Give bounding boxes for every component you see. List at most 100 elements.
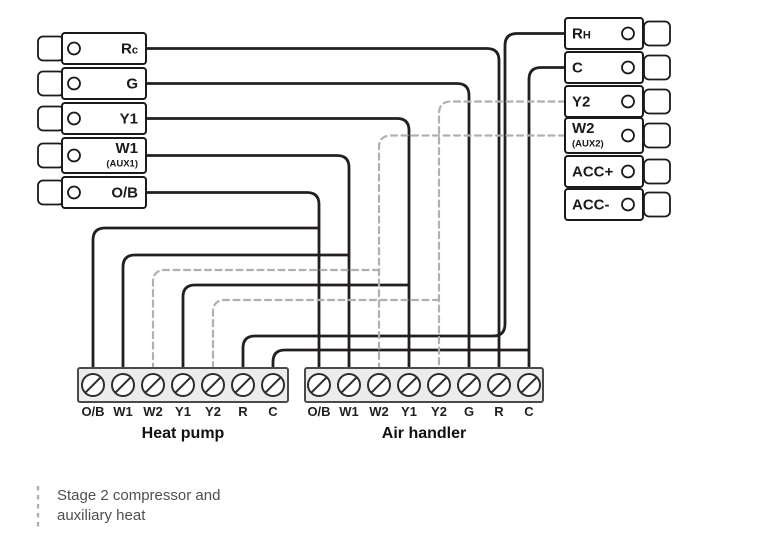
terminal-label: G — [126, 76, 138, 93]
screw-hole-icon — [621, 60, 635, 75]
terminal-box — [61, 102, 147, 135]
wire-connector-tab — [37, 105, 65, 132]
wire-connector-tab — [643, 20, 671, 47]
screw-terminal — [201, 373, 225, 397]
strip-terminal-label: R — [238, 404, 248, 419]
terminal-rh: RH — [564, 17, 671, 50]
screw-hole-icon — [621, 197, 635, 212]
terminal-ob: O/B — [37, 176, 147, 209]
terminal-sublabel: (AUX1) — [106, 159, 138, 170]
strip-terminal-label: C — [268, 404, 278, 419]
terminal-w1-aux1: W1 (AUX1) — [37, 137, 147, 174]
terminal-sublabel: (AUX2) — [572, 139, 604, 150]
screw-terminal — [457, 373, 481, 397]
wire-connector-tab — [37, 179, 65, 206]
wire-w2-dashed — [151, 134, 567, 370]
terminal-box — [61, 137, 147, 174]
wire-y2-dashed — [211, 100, 567, 370]
wires — [91, 32, 567, 370]
wire-rc — [144, 47, 501, 370]
heat-pump-title: Heat pump — [142, 425, 225, 442]
terminal-acc-plus: ACC+ — [564, 155, 671, 188]
strip-terminal-label: Y1 — [175, 404, 191, 419]
wire-connector-tab — [643, 88, 671, 115]
screw-terminal — [81, 373, 105, 397]
screw-terminal — [307, 373, 331, 397]
strip-terminal-label: O/B — [81, 404, 104, 419]
screw-hole-icon — [67, 185, 81, 200]
terminal-c: C — [564, 51, 671, 84]
strip-terminal-label: R — [494, 404, 504, 419]
wire-y1 — [144, 117, 411, 370]
wire-connector-tab — [643, 122, 671, 149]
screw-hole-icon — [621, 164, 635, 179]
terminal-label: Y2 — [572, 94, 590, 111]
screw-terminal — [487, 373, 511, 397]
strip-terminal-label: W2 — [143, 404, 163, 419]
thermostat-right-terminals: RH C Y2 W2 (AUX2) ACC+ — [564, 17, 671, 221]
strip-terminal-label: W2 — [369, 404, 389, 419]
screw-terminal — [231, 373, 255, 397]
screw-terminal — [171, 373, 195, 397]
wire-connector-tab — [37, 70, 65, 97]
screw-hole-icon — [67, 148, 81, 163]
terminal-label: Y1 — [120, 111, 138, 128]
wire-connector-tab — [643, 158, 671, 185]
terminal-box — [61, 32, 147, 65]
strip-terminal-label: O/B — [307, 404, 330, 419]
terminal-label: W2 — [572, 120, 595, 137]
wire-ob — [91, 191, 321, 370]
wire-connector-tab — [643, 191, 671, 218]
screw-hole-icon — [67, 41, 81, 56]
terminal-label: Rc — [121, 41, 138, 58]
screw-terminal — [337, 373, 361, 397]
wire-g — [144, 82, 471, 370]
terminal-label: W1 — [116, 140, 139, 157]
terminal-y1: Y1 — [37, 102, 147, 135]
terminal-box — [564, 188, 644, 221]
screw-hole-icon — [67, 76, 81, 91]
screw-terminal — [367, 373, 391, 397]
screw-terminal — [261, 373, 285, 397]
terminal-label: C — [572, 60, 583, 77]
terminal-label: ACC- — [572, 197, 610, 214]
screw-hole-icon — [621, 26, 635, 41]
terminal-box — [61, 176, 147, 209]
terminal-box — [564, 51, 644, 84]
strip-terminal-label: W1 — [339, 404, 359, 419]
screw-terminal — [111, 373, 135, 397]
strip-terminal-label: Y1 — [401, 404, 417, 419]
screw-terminal — [517, 373, 541, 397]
screw-hole-icon — [67, 111, 81, 126]
terminal-label: O/B — [111, 185, 138, 202]
terminal-label: RH — [572, 26, 591, 43]
terminal-box — [61, 67, 147, 100]
terminal-box — [564, 155, 644, 188]
legend-text-line2: auxiliary heat — [57, 507, 146, 524]
thermostat-left-terminals: Rc G Y1 W1 (AUX1) O/B — [37, 32, 147, 209]
wire-connector-tab — [643, 54, 671, 81]
screw-terminal — [397, 373, 421, 397]
wire-connector-tab — [37, 35, 65, 62]
screw-hole-icon — [621, 128, 635, 143]
strip-terminal-label: Y2 — [205, 404, 221, 419]
heat-pump-strip: O/B W1 W2 Y1 Y2 R C Heat pump — [77, 367, 289, 442]
terminal-box — [564, 117, 644, 154]
wire-rh — [241, 32, 567, 370]
terminal-acc-minus: ACC- — [564, 188, 671, 221]
terminal-g: G — [37, 67, 147, 100]
strip-terminal-label: W1 — [113, 404, 133, 419]
screw-terminal — [141, 373, 165, 397]
air-handler-title: Air handler — [382, 425, 466, 442]
terminal-label: ACC+ — [572, 164, 613, 181]
screw-hole-icon — [621, 94, 635, 109]
wire-connector-tab — [37, 142, 65, 169]
legend-text-line1: Stage 2 compressor and — [57, 487, 220, 504]
terminal-box — [564, 17, 644, 50]
wire-w1 — [121, 154, 351, 370]
wire-c — [271, 66, 567, 370]
terminal-rc: Rc — [37, 32, 147, 65]
terminal-strip — [304, 367, 544, 403]
